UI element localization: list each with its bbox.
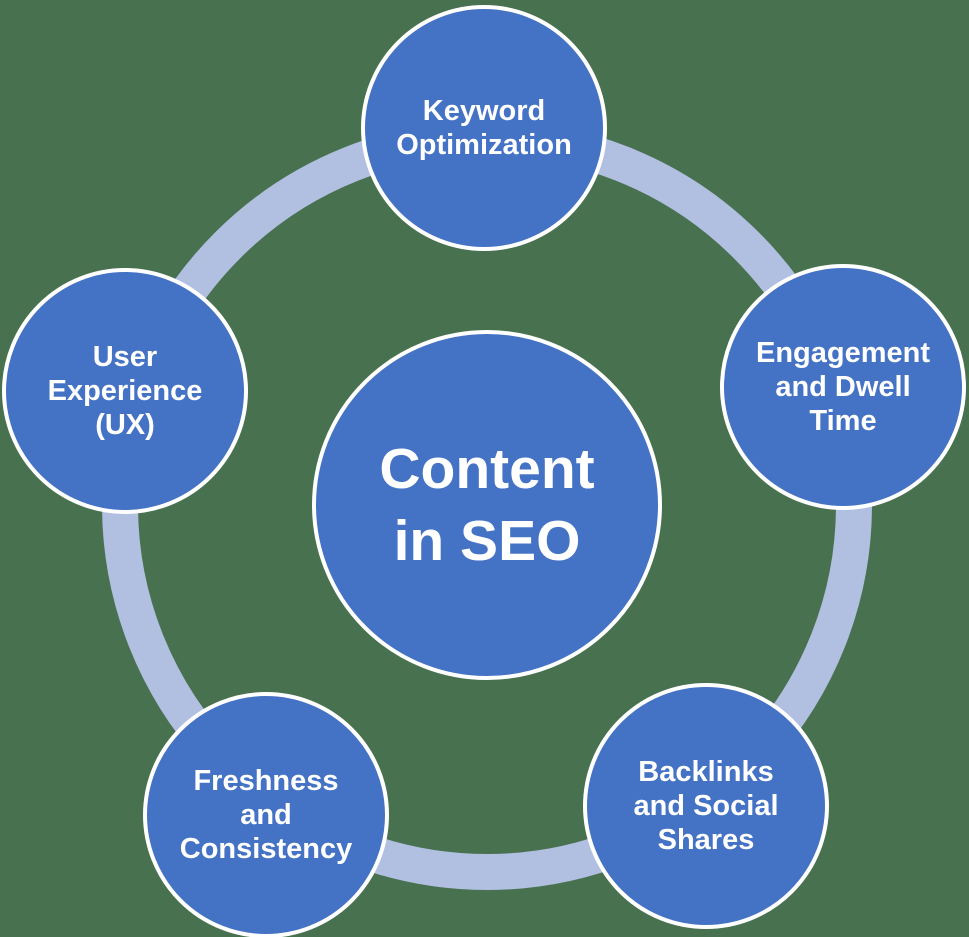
node-label-keyword-optimization: Keyword Optimization (396, 95, 572, 161)
node-label-engagement-and-dwell-time: Engagement and Dwell Time (755, 337, 931, 437)
node-backlinks-and-social-shares: Backlinks and Social Shares (583, 683, 829, 929)
node-engagement-and-dwell-time: Engagement and Dwell Time (720, 264, 966, 510)
node-label-user-experience-ux: User Experience (UX) (47, 341, 203, 441)
node-freshness-and-consistency: Freshness and Consistency (143, 692, 389, 937)
node-user-experience-ux: User Experience (UX) (2, 268, 248, 514)
center-node-content-in-seo: Content in SEO (312, 330, 662, 680)
node-label-freshness-and-consistency: Freshness and Consistency (179, 765, 353, 865)
node-keyword-optimization: Keyword Optimization (361, 5, 607, 251)
center-node-label: Content in SEO (379, 437, 595, 573)
node-label-backlinks-and-social-shares: Backlinks and Social Shares (633, 756, 779, 856)
